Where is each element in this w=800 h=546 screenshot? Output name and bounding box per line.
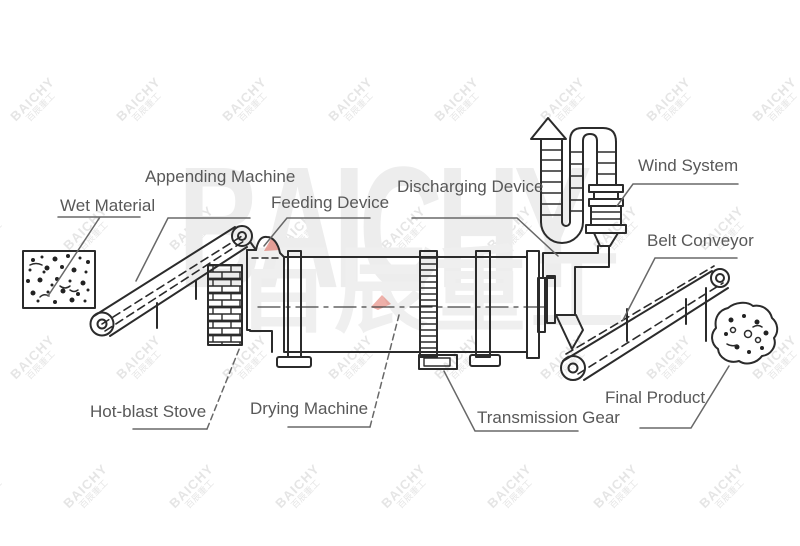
duct-flanges	[569, 151, 584, 212]
leader-transmission-gear	[443, 370, 579, 432]
u-bend	[540, 221, 584, 244]
label-hot-blast-stove: Hot-blast Stove	[90, 402, 207, 421]
leader-appending-machine	[135, 217, 251, 282]
hot-blast-stove	[207, 264, 243, 346]
conveyor-pulley	[710, 268, 730, 288]
leader-wet-material	[47, 216, 141, 297]
label-wet-material: Wet Material	[60, 196, 156, 215]
support-foot	[469, 354, 501, 367]
label-belt-conveyor: Belt Conveyor	[647, 231, 754, 250]
wet-material-box	[22, 250, 96, 309]
leader-lines	[47, 183, 739, 432]
label-appending-machine: Appending Machine	[145, 167, 296, 186]
fan-assembly	[585, 184, 627, 247]
label-discharging-device: Discharging Device	[397, 177, 544, 196]
exhaust-arrow	[530, 117, 567, 140]
conveyor-pulley	[231, 225, 253, 247]
label-drying-machine: Drying Machine	[250, 399, 369, 418]
leader-feeding-device	[263, 217, 371, 247]
label-transmission-gear: Transmission Gear	[477, 408, 620, 427]
top-bend	[569, 127, 617, 143]
label-final-product: Final Product	[605, 388, 706, 407]
label-wind-system: Wind System	[638, 156, 739, 175]
discharge-chute	[555, 314, 584, 350]
gearbox	[418, 354, 458, 370]
wind-system	[530, 117, 627, 247]
drying-machine-drum	[257, 250, 553, 370]
leader-discharging-device	[411, 217, 559, 257]
support-foot	[276, 356, 312, 368]
leader-belt-conveyor	[622, 257, 738, 321]
gear-teeth	[419, 257, 438, 349]
riding-ring-support	[287, 250, 302, 358]
watermark-red-accents	[264, 237, 391, 310]
riding-ring-support	[475, 250, 491, 358]
feeding-device-hopper	[246, 235, 285, 353]
discharging-device	[537, 245, 610, 350]
final-product-pile	[711, 301, 779, 365]
leader-final-product	[639, 365, 730, 429]
leader-wind-system	[616, 183, 739, 207]
label-feeding-device: Feeding Device	[271, 193, 390, 212]
appending-machine-conveyor	[89, 225, 257, 337]
wet-material-particles	[26, 254, 90, 304]
duct-flanges	[540, 149, 563, 216]
conveyor-pulley	[89, 311, 115, 337]
gear-ring	[419, 250, 438, 358]
belt-conveyor	[560, 265, 730, 381]
